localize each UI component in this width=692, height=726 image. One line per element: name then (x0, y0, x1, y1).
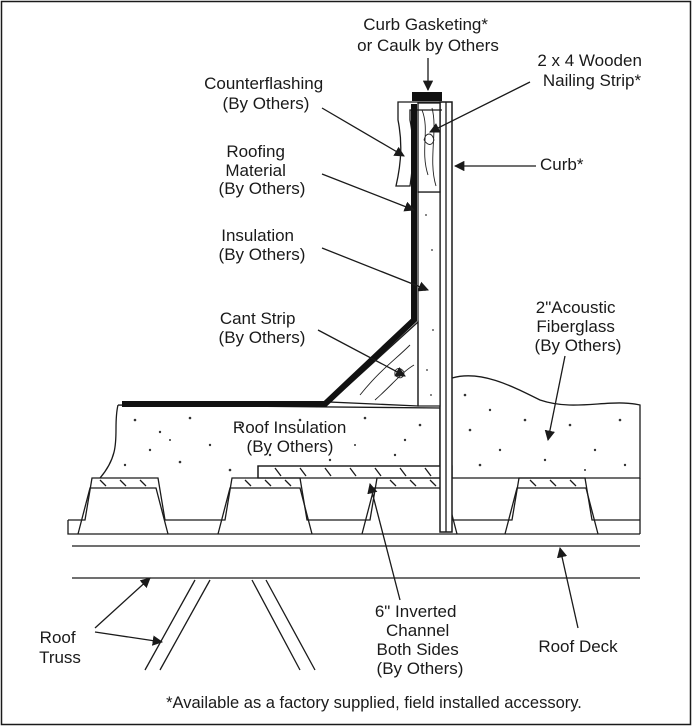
roofing-membrane (122, 104, 417, 407)
inverted-channel (257, 465, 453, 479)
roof-deck (67, 477, 641, 535)
label-cant-strip: Cant Strip (By Others) (219, 309, 306, 347)
curb-wall (417, 101, 453, 533)
curb-gasket (412, 92, 442, 101)
label-roof-truss: Roof Truss (39, 628, 81, 667)
label-roofing-material: Roofing Material (By Others) (219, 142, 306, 198)
nailing-strip (417, 102, 441, 193)
label-roof-insulation: Roof Insulation (By Others) (233, 418, 351, 456)
label-roof-deck: Roof Deck (538, 637, 618, 656)
acoustic-fiberglass (451, 375, 641, 479)
label-counterflashing: Counterflashing (By Others) (204, 74, 328, 113)
cant-strip (328, 320, 419, 407)
label-inverted-channel: 6" Inverted Channel Both Sides (By Other… (375, 602, 464, 678)
label-curb: Curb* (540, 155, 584, 174)
label-nailing-strip: 2 x 4 Wooden Nailing Strip* (537, 51, 646, 90)
leader-lines (94, 58, 579, 646)
footnote: *Available as a factory supplied, field … (166, 694, 582, 712)
label-insulation: Insulation (By Others) (219, 226, 306, 264)
roof-truss-structure (72, 545, 640, 671)
label-curb-gasketing: Curb Gasketing* or Caulk by Others (357, 15, 499, 55)
label-acoustic-fiberglass: 2"Acoustic Fiberglass (By Others) (535, 298, 622, 355)
